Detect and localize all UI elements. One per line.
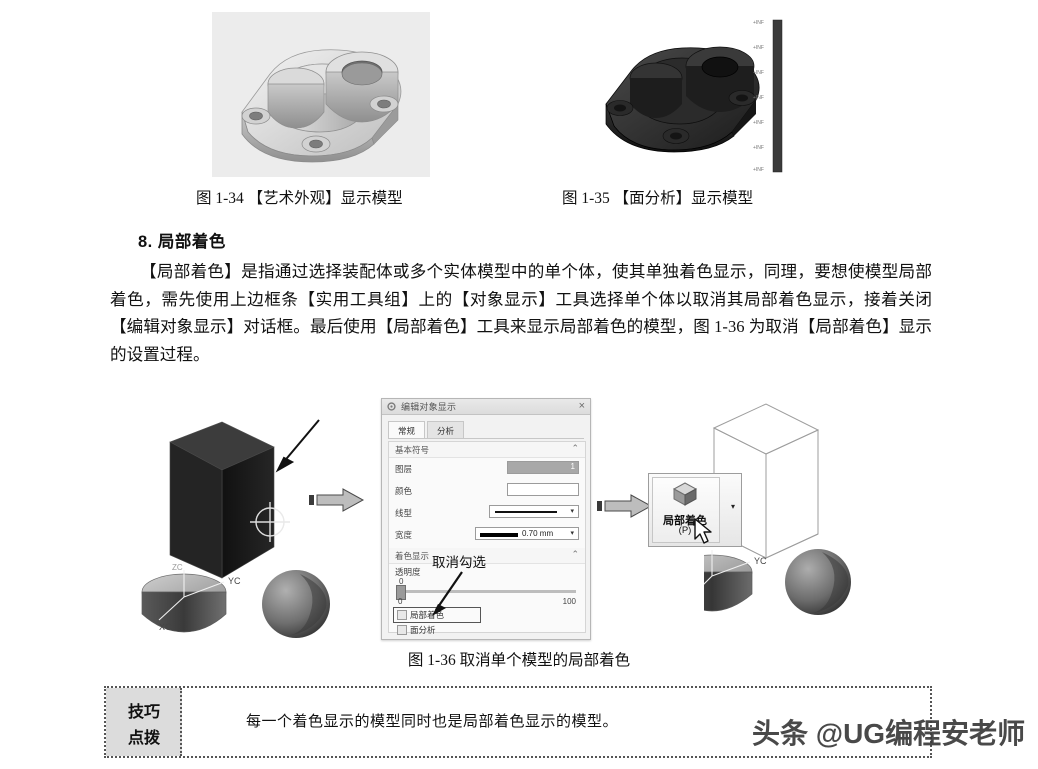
command-button-shortcut: (P)	[678, 525, 692, 536]
close-icon[interactable]: ×	[578, 400, 585, 412]
partial-shading-command-button[interactable]: 局部着色 (P) ▾	[648, 473, 742, 547]
uncheck-annotation: 取消勾选	[432, 555, 486, 570]
layer-input[interactable]: 1	[507, 461, 579, 474]
top-figures: +INF +INF +INF +INF +INF +INF +INF	[0, 8, 1038, 186]
tab-general[interactable]: 常规	[388, 421, 426, 438]
right-scene-graphic: YC XC	[704, 403, 851, 615]
chevron-down-icon[interactable]: ▾	[730, 502, 735, 511]
figure-1-36: YC XC ZC 选择模型	[104, 392, 934, 644]
transparency-min-label: 0	[398, 597, 403, 606]
transparency-slider-track[interactable]	[398, 590, 576, 593]
uncheck-pointer-arrow	[432, 571, 463, 616]
width-preview-icon	[480, 532, 518, 537]
linetype-label: 线型	[395, 508, 413, 518]
tip-label: 技巧 点拨	[106, 688, 182, 756]
row-layer: 图层 1	[389, 458, 585, 480]
transparency-control[interactable]: 透明度 0 0 100	[389, 564, 585, 608]
tip-label-line-1: 技巧	[127, 704, 160, 721]
row-width: 宽度 0.70 mm ▾	[389, 524, 585, 546]
dialog-tabs: 常规 分析	[388, 421, 584, 439]
figure-1-34-caption: 图 1-34 【艺术外观】显示模型	[196, 190, 403, 207]
svg-text:+INF: +INF	[753, 45, 764, 51]
section-basic-symbol[interactable]: 基本符号 ⌃	[389, 442, 585, 458]
svg-text:+INF: +INF	[753, 95, 764, 101]
dialog-panel: 基本符号 ⌃ 图层 1 颜色 线型	[388, 441, 586, 635]
gear-icon	[387, 402, 396, 411]
figure-1-36-caption: 图 1-36 取消单个模型的局部着色	[407, 652, 631, 669]
cube-icon	[672, 482, 698, 506]
watermark: 头条 @UG编程安老师	[752, 718, 1026, 749]
dialog-body: 常规 分析 基本符号 ⌃ 图层 1 颜色	[382, 415, 590, 639]
checkbox-row-face-analysis[interactable]: 面分析	[389, 623, 585, 638]
mouse-pointer-icon	[694, 518, 712, 544]
dialog-title-bar[interactable]: 编辑对象显示 ×	[382, 399, 590, 415]
checkbox-partial-shading[interactable]	[397, 610, 407, 620]
chevron-down-icon[interactable]: ▾	[570, 530, 574, 537]
layer-label: 图层	[395, 464, 413, 474]
section-shading-label: 着色显示	[395, 551, 430, 561]
svg-text:+INF: +INF	[753, 70, 764, 76]
svg-text:YC: YC	[754, 556, 767, 566]
left-scene-graphic: YC XC ZC	[141, 419, 330, 638]
linetype-dropdown[interactable]: ▾	[489, 505, 579, 518]
section-heading: 8. 局部着色	[138, 233, 226, 251]
dialog-title: 编辑对象显示	[401, 402, 457, 412]
svg-text:XC: XC	[159, 622, 172, 632]
checkbox-row-partial-shading[interactable]: 局部着色	[389, 607, 585, 623]
color-label: 颜色	[395, 486, 413, 496]
svg-text:+INF: +INF	[753, 145, 764, 151]
chevron-down-icon[interactable]: ▾	[570, 508, 574, 515]
chevron-up-icon[interactable]: ⌃	[571, 443, 579, 453]
svg-text:YC: YC	[228, 576, 241, 586]
transparency-label: 透明度	[395, 567, 421, 577]
figure-1-35-caption: 图 1-35 【面分析】显示模型	[562, 190, 754, 207]
block-arrow-right-icon-1	[309, 488, 365, 512]
layer-value: 1	[570, 462, 575, 471]
section-basic-symbol-label: 基本符号	[395, 445, 430, 455]
row-linetype: 线型 ▾	[389, 502, 585, 524]
svg-text:ZC: ZC	[172, 563, 183, 572]
tip-box: 技巧 点拨 每一个着色显示的模型同时也是局部着色显示的模型。	[104, 686, 932, 758]
width-label: 宽度	[395, 530, 413, 540]
transparency-max-label: 100	[562, 597, 576, 606]
edit-object-display-dialog[interactable]: 编辑对象显示 × 常规 分析 基本符号 ⌃ 图层 1	[381, 398, 591, 640]
top-figure-captions: 图 1-34 【艺术外观】显示模型 图 1-35 【面分析】显示模型	[0, 186, 1038, 212]
svg-text:+INF: +INF	[753, 20, 764, 26]
transparency-slider-handle[interactable]	[396, 585, 406, 600]
section-paragraph: 【局部着色】是指通过选择装配体或多个实体模型中的单个体，使其单独着色显示，同理，…	[110, 262, 932, 364]
svg-text:XC: XC	[704, 600, 705, 610]
section-shading-display[interactable]: 着色显示 ⌃	[389, 548, 585, 564]
width-dropdown[interactable]: 0.70 mm ▾	[475, 527, 579, 540]
svg-text:+INF: +INF	[753, 167, 764, 173]
block-arrow-right-icon-2	[597, 494, 653, 518]
row-color: 颜色	[389, 480, 585, 502]
figure-1-35-image: +INF +INF +INF +INF +INF +INF +INF	[588, 12, 808, 177]
chevron-up-icon[interactable]: ⌃	[571, 549, 579, 559]
svg-text:+INF: +INF	[753, 120, 764, 126]
checkbox-face-analysis[interactable]	[397, 625, 407, 635]
tab-analysis[interactable]: 分析	[427, 421, 465, 438]
transparency-current-value: 0	[399, 577, 404, 586]
checkbox-partial-shading-label: 局部着色	[410, 610, 445, 620]
linetype-preview-icon	[495, 511, 557, 513]
width-value: 0.70 mm	[522, 529, 554, 538]
color-swatch[interactable]	[507, 483, 579, 496]
tip-label-line-2: 点拨	[127, 730, 160, 747]
tip-text: 每一个着色显示的模型同时也是局部着色显示的模型。	[246, 714, 619, 730]
checkbox-face-analysis-label: 面分析	[410, 625, 436, 635]
figure-1-34-image	[212, 12, 430, 177]
